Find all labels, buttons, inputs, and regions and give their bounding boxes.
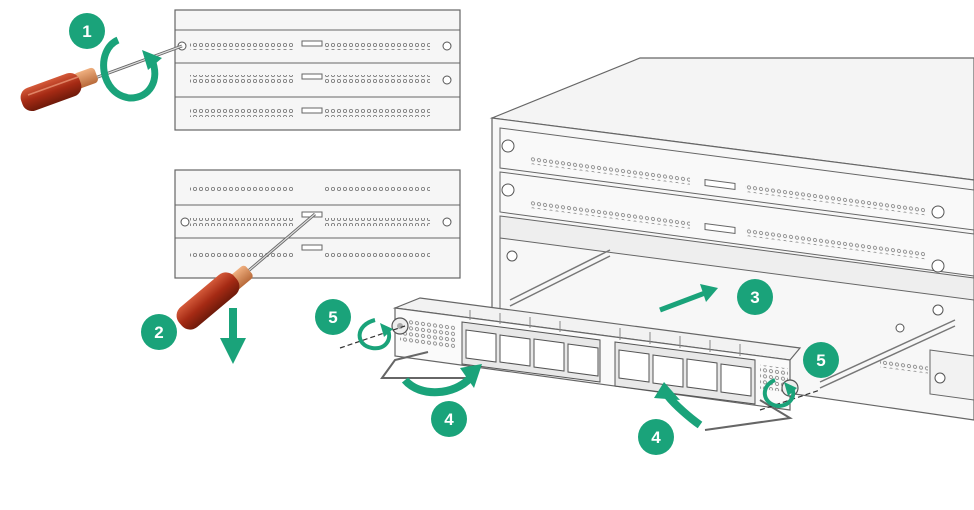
lever-arrow-4a-icon <box>401 364 482 397</box>
port-block-2 <box>614 341 756 405</box>
step-badge-2: 2 <box>141 314 177 350</box>
step-badge-4b: 4 <box>638 419 674 455</box>
screw-axis-left <box>339 325 406 349</box>
port-block-1 <box>461 321 601 383</box>
svg-text:3: 3 <box>750 288 759 307</box>
screwdriver-1-icon <box>20 44 183 112</box>
insert-arrow-icon <box>659 284 718 313</box>
down-arrow-icon <box>220 308 246 364</box>
interface-card <box>380 297 802 431</box>
rotate-arrow-5a-icon <box>357 318 393 351</box>
svg-text:4: 4 <box>651 428 661 447</box>
top-left-chassis <box>174 9 461 131</box>
svg-text:2: 2 <box>154 323 163 342</box>
svg-text:5: 5 <box>328 308 337 327</box>
screwdriver-2-icon <box>176 212 316 330</box>
svg-text:4: 4 <box>444 410 454 429</box>
svg-text:5: 5 <box>816 351 825 370</box>
rotate-arrow-5b-icon <box>762 378 797 409</box>
screw-axis-right <box>759 389 821 411</box>
step-badge-5a: 5 <box>315 299 351 335</box>
lever-arrow-4b-icon <box>654 382 703 429</box>
middle-left-chassis <box>174 169 461 279</box>
step-badge-3: 3 <box>737 279 773 315</box>
rotate-arrow-1-icon <box>100 36 162 102</box>
step-badge-1: 1 <box>69 13 105 49</box>
svg-text:1: 1 <box>82 22 91 41</box>
step-badge-5b: 5 <box>803 342 839 378</box>
step-badge-4a: 4 <box>431 401 467 437</box>
